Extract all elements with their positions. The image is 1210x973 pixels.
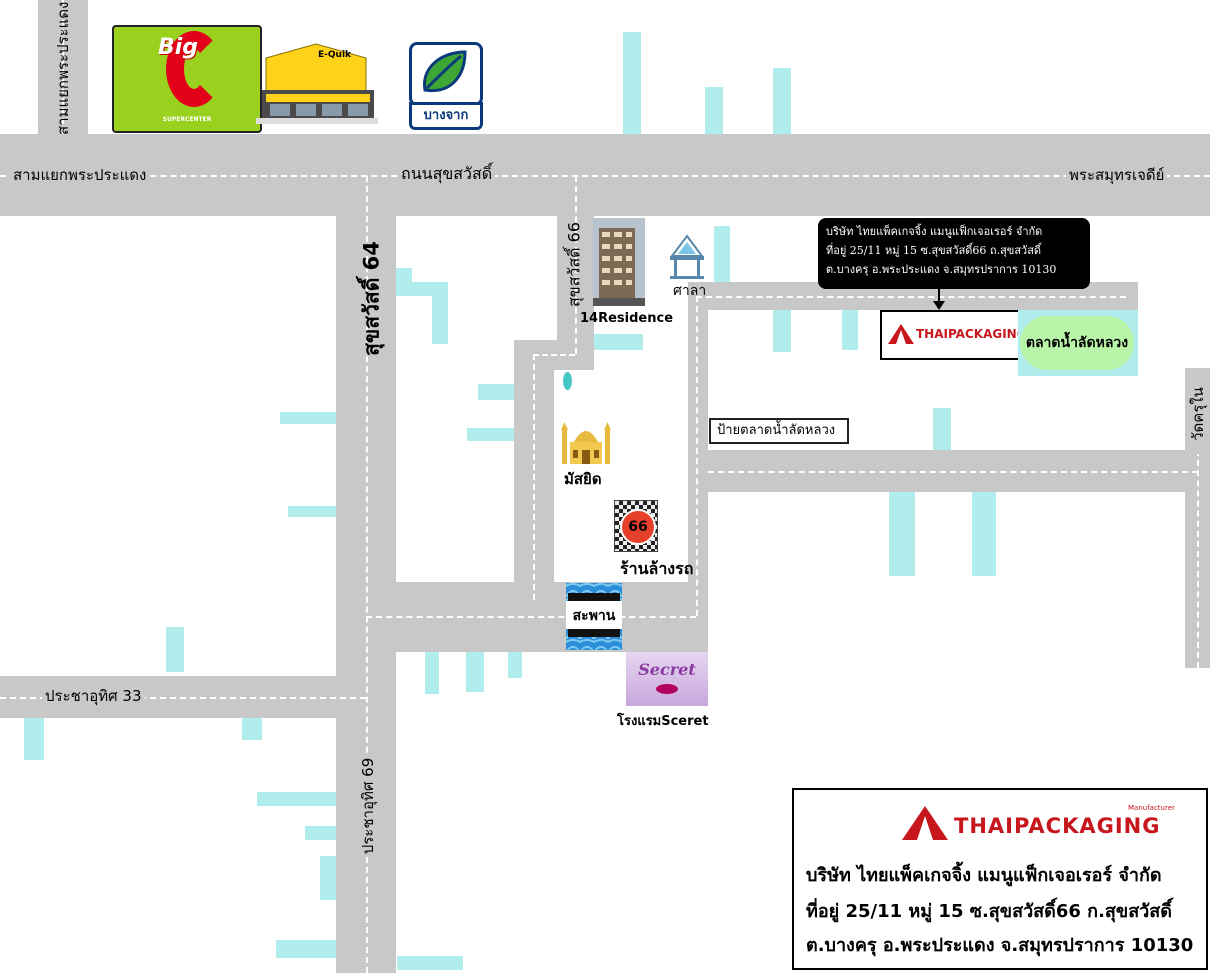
canal <box>467 428 514 441</box>
carwash-badge: 66 <box>620 509 656 545</box>
company-info-box: THAIPACKAGING Manufacturer บริษัท ไทยแพ็… <box>792 788 1208 970</box>
bridge: สะพาน <box>566 583 622 650</box>
canal <box>425 652 439 694</box>
company-address-1: ที่อยู่ 25/11 หมู่ 15 ซ.สุขสวัสดิ์66 ก.ส… <box>806 901 1172 922</box>
road-centerline <box>366 176 368 973</box>
callout-line-1: บริษัท ไทยแพ็คเกจจิ้ง แมนูแฟ็กเจอเรอร์ จ… <box>826 225 1043 238</box>
sala-label: ศาลา <box>673 283 707 299</box>
bridge-rail-top <box>568 593 620 601</box>
company-address-2: ต.บางครุ อ.พระประแดง จ.สมุทรปราการ 10130 <box>806 935 1194 956</box>
canal <box>320 856 337 900</box>
company-logo-sub: Manufacturer <box>1128 804 1175 812</box>
residence-building <box>593 218 645 306</box>
canal <box>396 268 412 282</box>
mosque-label: มัสยิด <box>564 470 602 488</box>
canal <box>276 940 337 958</box>
road-label-soi-64: สุขสวัสดิ์ 64 <box>359 241 384 356</box>
sala-icon <box>670 234 704 279</box>
water-drop-icon <box>563 372 572 390</box>
canal <box>773 310 791 352</box>
road-centerline <box>1197 440 1199 668</box>
company-name: บริษัท ไทยแพ็คเกจจิ้ง แมนูแฟ็กเจอเรอร์ จ… <box>806 865 1162 886</box>
callout-line-3: ต.บางครุ อ.พระประแดง จ.สมุทรปราการ 10130 <box>826 263 1057 276</box>
leaf-icon <box>423 50 467 93</box>
canal <box>714 226 730 282</box>
bridge-label: สะพาน <box>572 608 616 624</box>
hotel-logo: Secret <box>626 652 708 706</box>
bridge-deck <box>566 601 622 629</box>
carwash-logo: 66 <box>614 500 658 552</box>
canal <box>933 408 951 450</box>
road-centerline <box>0 175 1210 177</box>
address-callout: บริษัท ไทยแพ็คเกจจิ้ง แมนูแฟ็กเจอเรอร์ จ… <box>818 218 1090 289</box>
bigc-logo: Big SUPERCENTER <box>112 25 262 133</box>
road-label-pracha-33: ประชาอุทิศ 33 <box>42 686 145 706</box>
thaipackaging-triangle-icon <box>902 806 948 840</box>
bangchak-logo: บางจาก <box>409 42 483 130</box>
floating-market-badge: ตลาดน้ำลัดหลวง <box>1020 316 1134 370</box>
road-label-main-right: พระสมุทรเจดีย์ <box>1066 165 1168 185</box>
hotel-label: โรงแรมSceret <box>617 714 709 729</box>
road-centerline <box>696 296 1126 298</box>
hotel-sign: Secret <box>638 660 696 679</box>
road-label-pracha-69: ประชาอุทิศ 69 <box>356 756 380 856</box>
road-centerline <box>533 354 535 600</box>
road-label-main-left: สามแยกพระประแดง <box>10 165 150 185</box>
bangchak-name: บางจาก <box>409 102 483 130</box>
road-centerline <box>708 471 1198 473</box>
callout-arrow-icon <box>933 289 945 310</box>
canal <box>280 412 336 424</box>
canal <box>288 506 336 517</box>
road-centerline <box>366 616 696 618</box>
road-centerline <box>575 176 577 354</box>
road-label-soi-66: สุขสวัสดิ์ 66 <box>564 221 584 308</box>
floating-market-label: ตลาดน้ำลัดหลวง <box>1025 335 1129 351</box>
canal <box>773 68 791 135</box>
canal <box>305 826 337 840</box>
company-logo-text: THAIPACKAGING <box>954 814 1161 838</box>
bigc-sub-text: SUPERCENTER <box>162 116 212 123</box>
canal <box>242 718 262 740</box>
canal <box>166 627 184 672</box>
equik-logo: E-Quik <box>318 50 352 60</box>
road-centerline <box>696 296 698 616</box>
canal <box>432 282 448 344</box>
canal <box>623 32 641 135</box>
road-label-wat-krai: วัดครุใน <box>1186 374 1210 454</box>
equik-building <box>256 43 378 124</box>
bigc-brand-text: Big <box>158 35 199 60</box>
canal <box>889 492 915 576</box>
carwash-label: ร้านล้างรถ <box>620 559 694 578</box>
canal <box>842 310 858 350</box>
floating-market-area: ตลาดน้ำลัดหลวง <box>1018 310 1138 376</box>
mosque-icon <box>561 422 611 464</box>
road-label-main-center: ถนนสุขสวัสดิ์ <box>398 164 496 184</box>
canal <box>466 652 484 692</box>
canal <box>508 652 522 678</box>
road-centerline <box>0 697 366 699</box>
canal <box>705 87 723 135</box>
canal <box>257 792 337 806</box>
company-marker-logo: THAIPACKAGING <box>916 327 1027 341</box>
canal <box>397 956 463 970</box>
bridge-rail-bottom <box>568 629 620 637</box>
lips-icon <box>656 684 678 694</box>
thaipackaging-triangle-icon <box>888 324 914 344</box>
road-centerline <box>533 354 575 356</box>
residence-label: 14Residence <box>580 311 674 326</box>
canal <box>24 718 44 760</box>
road-label-top-left: สามแยกพระประแดง <box>54 1 72 135</box>
company-marker: THAIPACKAGING <box>880 310 1027 360</box>
road-centerline <box>62 0 64 134</box>
market-sign: ป้ายตลาดน้ำลัดหลวง <box>709 418 849 444</box>
canal <box>478 384 514 400</box>
callout-line-2: ที่อยู่ 25/11 หมู่ 15 ซ.สุขสวัสดิ์66 ถ.ส… <box>826 244 1042 257</box>
canal <box>972 492 996 576</box>
canal <box>593 334 643 350</box>
